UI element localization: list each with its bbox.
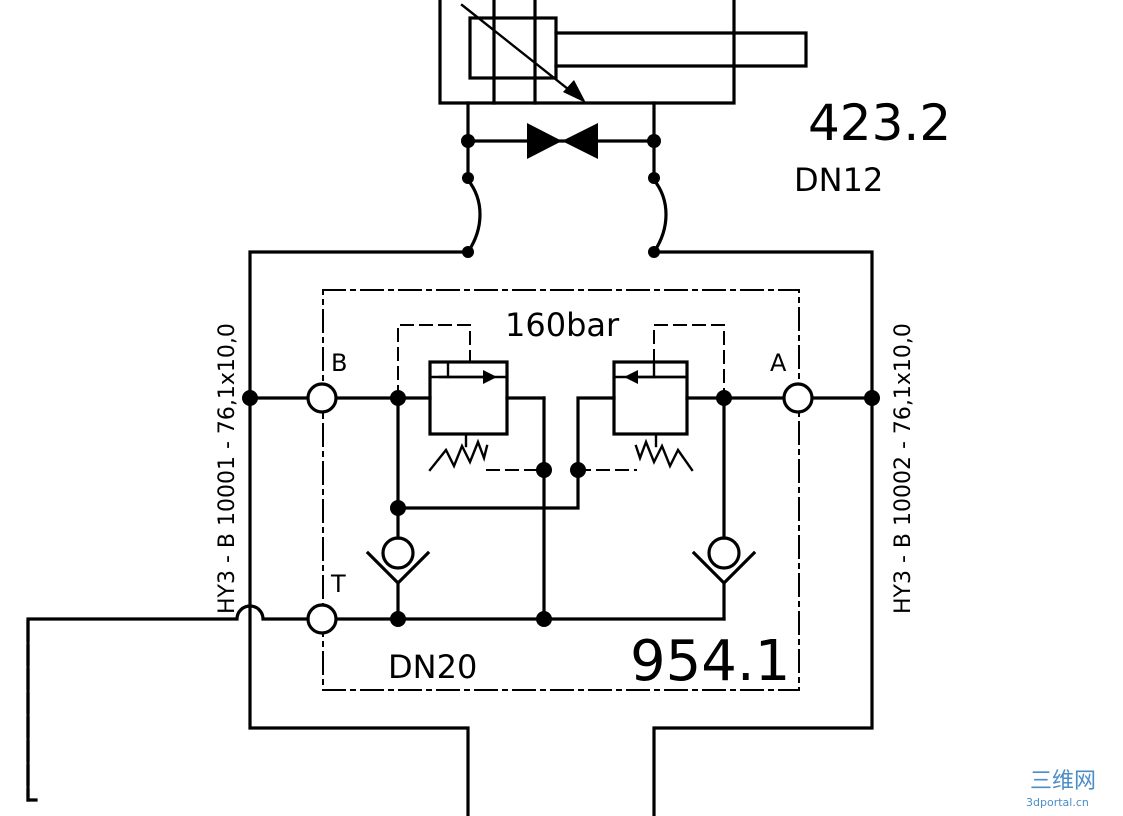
junction-dots [242,134,880,627]
cylinder-size-label: DN12 [794,161,883,199]
pipe-label-left: HY3 - B 10001 - 76,1x10,0 [215,323,240,614]
adjustable-arrow [460,3,580,99]
valve-block-label: 954.1 [630,629,790,694]
hydraulic-cylinder [438,0,808,105]
cylinder-rod [554,31,808,68]
pressure-label: 160bar [505,306,620,344]
valve-block-size-label: DN20 [388,648,477,686]
relief-valve-left [397,324,546,621]
port-t-label: T [330,570,346,598]
cylinder-body [438,0,736,105]
port-a-label: A [770,349,787,377]
port-b-label: B [331,349,347,377]
cylinder-label: 423.2 [808,94,951,152]
pipe-label-right: HY3 - B 10002 - 76,1x10,0 [891,323,916,614]
port-t-circle [306,603,338,635]
check-valve-right [691,396,757,621]
hose-left [465,177,482,255]
hose-right [651,177,668,255]
valve-block-boundary [322,289,800,691]
cylinder-piston [468,16,558,80]
pipe-outline-left [248,250,470,816]
watermark-name: 三维网 [1030,769,1096,794]
adjustable-arrow-head [563,80,586,103]
relief-valve-left-spring [428,438,489,472]
relief-valve-right-spring [634,438,694,472]
pipe-outline-right [652,250,874,816]
watermark-url: 3dportal.cn [1026,796,1089,809]
main-pipe [248,250,874,816]
line-t-crossing [26,604,546,621]
port-a-circle [782,382,814,414]
port-b-circle [306,382,338,414]
throttle-valve [527,123,598,159]
top-connections [465,101,668,255]
relief-valve-right [396,324,725,510]
